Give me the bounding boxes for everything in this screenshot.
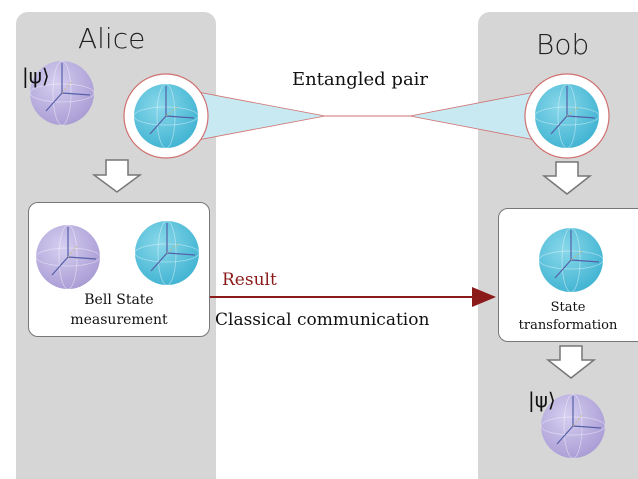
bob-transform-sphere xyxy=(538,227,604,293)
alice-psi-label: |ψ⟩ xyxy=(22,64,50,88)
bell-entangled-sphere xyxy=(134,220,200,286)
entangled-pair-label: Entangled pair xyxy=(291,69,429,90)
bob-entangled-sphere xyxy=(534,83,600,149)
alice-entangled-sphere xyxy=(133,83,199,149)
alice-title: Alice xyxy=(78,22,146,55)
alice-psi-sphere xyxy=(29,60,95,126)
state-label-line1: State xyxy=(550,300,586,315)
classical-communication-label: Classical communication xyxy=(215,310,430,330)
bell-psi-sphere xyxy=(35,224,101,290)
bell-label-line2: measurement xyxy=(70,312,168,328)
alice-down-arrow xyxy=(91,159,143,193)
bell-label-line1: Bell State xyxy=(84,292,154,308)
bob-title: Bob xyxy=(536,28,590,61)
bob-psi-label: |ψ⟩ xyxy=(528,388,556,412)
bob-psi-sphere xyxy=(540,393,606,459)
bob-down-arrow-1 xyxy=(541,161,593,195)
state-label-line2: transformation xyxy=(518,318,618,333)
bob-down-arrow-2 xyxy=(545,345,597,379)
result-label: Result xyxy=(222,270,277,290)
entanglement-link xyxy=(165,85,568,147)
